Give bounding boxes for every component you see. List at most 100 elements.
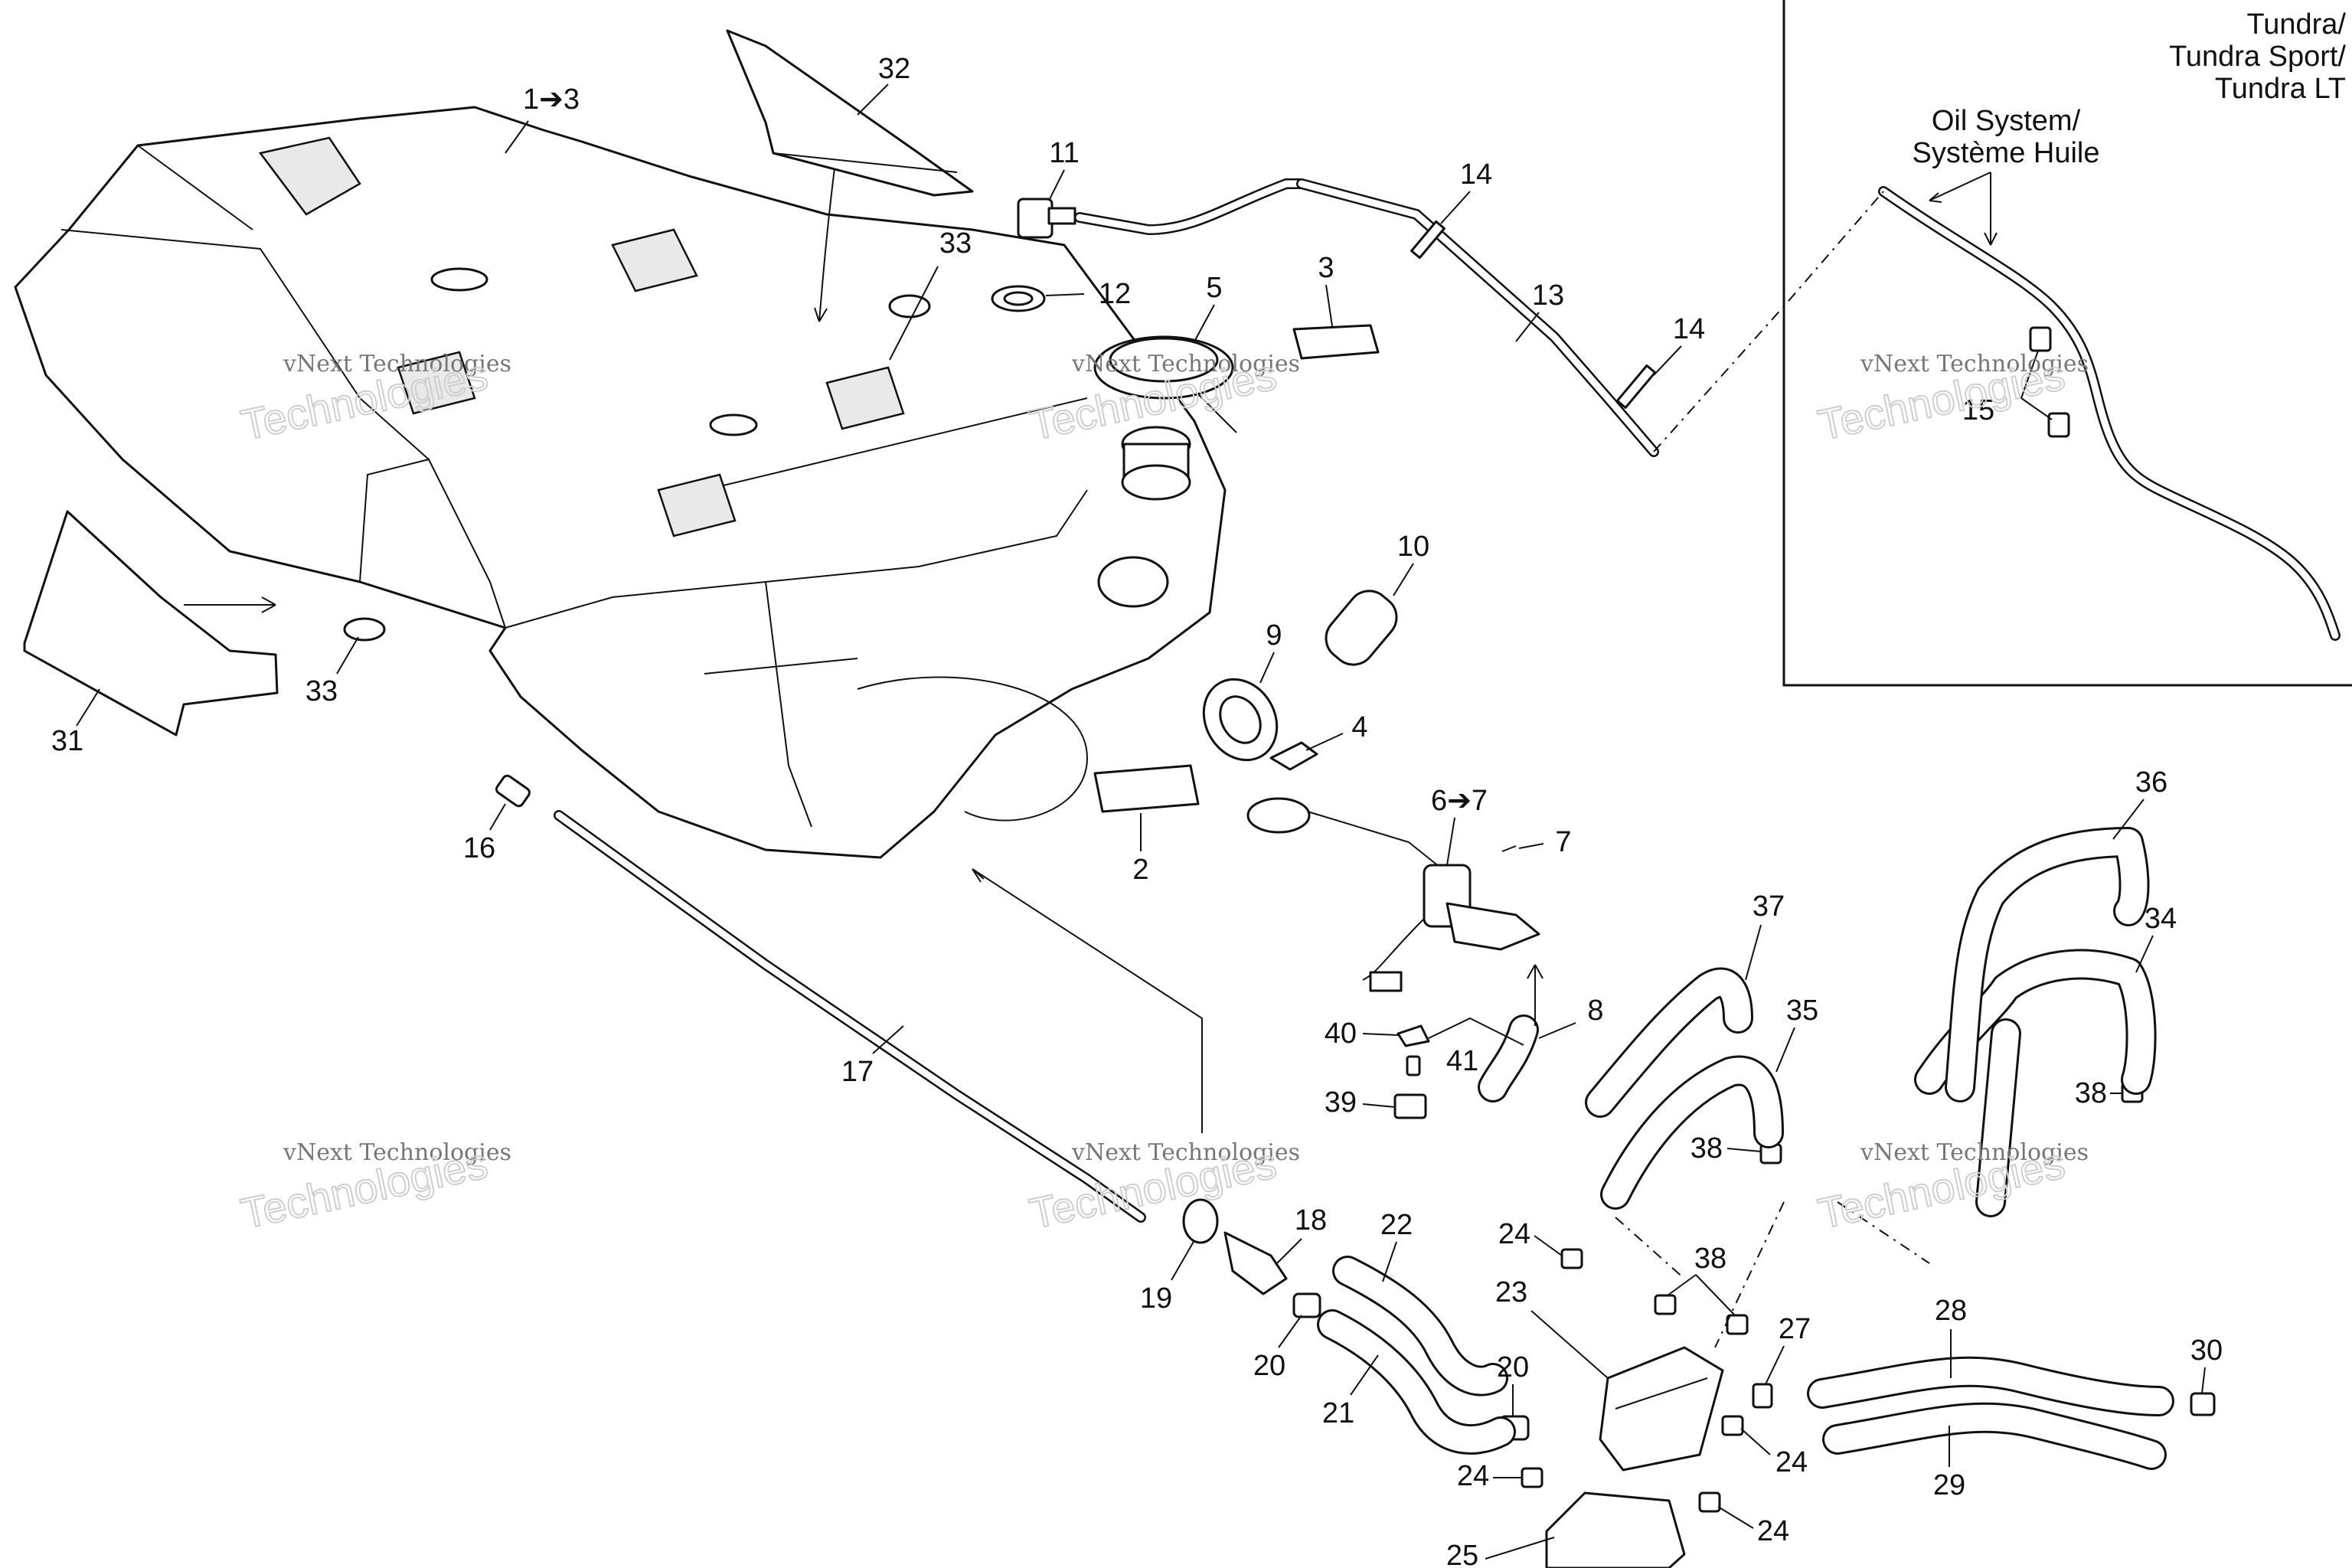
callout-39: 39 bbox=[1325, 1086, 1357, 1119]
fuel-line-part-17 bbox=[495, 774, 1203, 1223]
callout-22: 22 bbox=[1380, 1209, 1413, 1241]
svg-text:40: 40 bbox=[1325, 1018, 1357, 1050]
gasket-part-12 bbox=[991, 285, 1046, 312]
svg-text:23: 23 bbox=[1495, 1276, 1527, 1308]
svg-text:24: 24 bbox=[1457, 1460, 1489, 1492]
svg-text:11: 11 bbox=[1049, 137, 1079, 169]
hose-part-8 bbox=[1478, 964, 1544, 1102]
hose-part-29 bbox=[1822, 1402, 2167, 1470]
watermark-text-5: vNext Technologies bbox=[1860, 351, 2089, 377]
svg-text:vNext Technologies: vNext Technologies bbox=[1860, 1139, 2089, 1166]
svg-text:24: 24 bbox=[1498, 1218, 1530, 1250]
callout-30: 30 bbox=[2190, 1334, 2223, 1367]
svg-text:Tundra/: Tundra/ bbox=[2246, 8, 2346, 41]
inset-title-line-2: Tundra Sport/ bbox=[2169, 41, 2346, 73]
svg-text:7: 7 bbox=[1555, 826, 1571, 858]
svg-text:39: 39 bbox=[1325, 1086, 1357, 1119]
watermark-text-11: vNext Technologies bbox=[1860, 1139, 2089, 1166]
svg-text:4: 4 bbox=[1351, 711, 1367, 743]
inset-title-line-3: Tundra LT bbox=[2215, 73, 2346, 105]
svg-text:vNext Technologies: vNext Technologies bbox=[283, 351, 511, 377]
clamp-part-24 bbox=[1521, 1248, 1744, 1513]
callout-9: 9 bbox=[1266, 619, 1282, 652]
pump-part-23 bbox=[1599, 1346, 1724, 1472]
clamp-part-4 bbox=[1269, 741, 1318, 771]
hose-part-37 bbox=[1585, 967, 1753, 1118]
callout-38-b: 38 bbox=[1690, 1132, 1723, 1165]
callout-1-3: 1➔3 bbox=[523, 83, 580, 116]
callout-24-b: 24 bbox=[1775, 1446, 1808, 1478]
callout-24-d: 24 bbox=[1757, 1515, 1789, 1547]
callout-21: 21 bbox=[1322, 1397, 1354, 1429]
svg-text:35: 35 bbox=[1786, 995, 1818, 1027]
callout-7: 7 bbox=[1555, 826, 1571, 858]
svg-text:25: 25 bbox=[1446, 1540, 1478, 1568]
callout-24: 24 bbox=[1498, 1218, 1530, 1250]
hose-part-21 bbox=[1317, 1309, 1516, 1455]
fitting-part-18 bbox=[1223, 1231, 1288, 1295]
callout-11: 11 bbox=[1049, 137, 1079, 169]
svg-text:15: 15 bbox=[1962, 394, 1994, 426]
svg-text:36: 36 bbox=[2135, 766, 2167, 799]
clamp-part-38 bbox=[1654, 1082, 2144, 1335]
svg-text:38: 38 bbox=[1694, 1243, 1726, 1275]
clamp-part-27 bbox=[1752, 1383, 1773, 1409]
svg-text:13: 13 bbox=[1532, 279, 1564, 312]
connector-part-40 bbox=[1396, 1024, 1430, 1047]
callout-24-c: 24 bbox=[1457, 1460, 1489, 1492]
watermark-text-9: vNext Technologies bbox=[1071, 1139, 1300, 1166]
svg-text:10: 10 bbox=[1397, 531, 1429, 563]
callout-10: 10 bbox=[1397, 531, 1429, 563]
fuel-pump-part-6 bbox=[1246, 797, 1540, 992]
svg-text:vNext Technologies: vNext Technologies bbox=[283, 1139, 511, 1166]
svg-text:37: 37 bbox=[1753, 890, 1785, 923]
hose-part-22 bbox=[1332, 1256, 1508, 1396]
svg-text:21: 21 bbox=[1322, 1397, 1354, 1429]
svg-text:29: 29 bbox=[1933, 1469, 1965, 1501]
svg-text:28: 28 bbox=[1935, 1295, 1967, 1327]
svg-text:38: 38 bbox=[2075, 1077, 2107, 1109]
callout-32: 32 bbox=[878, 53, 910, 85]
inset-title-line-1: Tundra/ bbox=[2246, 8, 2346, 41]
callout-31: 31 bbox=[51, 725, 83, 757]
callout-33: 33 bbox=[939, 227, 972, 260]
callout-15: 15 bbox=[1962, 394, 1994, 426]
svg-text:vNext Technologies: vNext Technologies bbox=[1071, 1139, 1300, 1166]
svg-text:27: 27 bbox=[1779, 1313, 1811, 1345]
svg-text:6➔7: 6➔7 bbox=[1431, 785, 1488, 817]
fitting-part-41 bbox=[1406, 1055, 1421, 1076]
callout-20: 20 bbox=[1253, 1350, 1285, 1382]
svg-text:31: 31 bbox=[51, 725, 83, 757]
callout-13: 13 bbox=[1532, 279, 1564, 312]
oil-system-inset: Tundra/ Tundra Sport/ Tundra LT Oil Syst… bbox=[1782, 0, 2352, 687]
callout-38: 38 bbox=[1694, 1243, 1726, 1275]
clip-part-14 bbox=[1410, 220, 1657, 409]
svg-text:24: 24 bbox=[1757, 1515, 1789, 1547]
callout-38-c: 38 bbox=[2075, 1077, 2107, 1109]
svg-text:vNext Technologies: vNext Technologies bbox=[1071, 351, 1300, 377]
bracket-part-39 bbox=[1393, 1093, 1427, 1119]
svg-text:41: 41 bbox=[1446, 1045, 1478, 1077]
hose-part-28 bbox=[1807, 1356, 2174, 1416]
pin-part-7 bbox=[1501, 845, 1517, 852]
callout-20-b: 20 bbox=[1497, 1351, 1529, 1383]
svg-text:38: 38 bbox=[1690, 1132, 1723, 1165]
callout-35: 35 bbox=[1786, 995, 1818, 1027]
pad-part-3 bbox=[1292, 324, 1380, 360]
watermark-text-1: vNext Technologies bbox=[283, 351, 511, 377]
svg-text:9: 9 bbox=[1266, 619, 1282, 652]
svg-text:Tundra Sport/: Tundra Sport/ bbox=[2169, 41, 2346, 73]
callout-16: 16 bbox=[463, 832, 495, 864]
callout-40: 40 bbox=[1325, 1018, 1357, 1050]
callout-41: 41 bbox=[1446, 1045, 1478, 1077]
svg-text:Système Huile: Système Huile bbox=[1913, 137, 2100, 169]
svg-text:32: 32 bbox=[878, 53, 910, 85]
svg-text:2: 2 bbox=[1132, 854, 1148, 886]
vent-line-part-13 bbox=[1296, 178, 1884, 457]
hose-part-35 bbox=[1600, 1055, 1784, 1210]
svg-text:20: 20 bbox=[1497, 1351, 1529, 1383]
svg-text:20: 20 bbox=[1253, 1350, 1285, 1382]
oil-system-label-line-2: Système Huile bbox=[1913, 137, 2100, 169]
svg-text:3: 3 bbox=[1318, 252, 1334, 284]
svg-text:Oil System/: Oil System/ bbox=[1932, 105, 2081, 137]
